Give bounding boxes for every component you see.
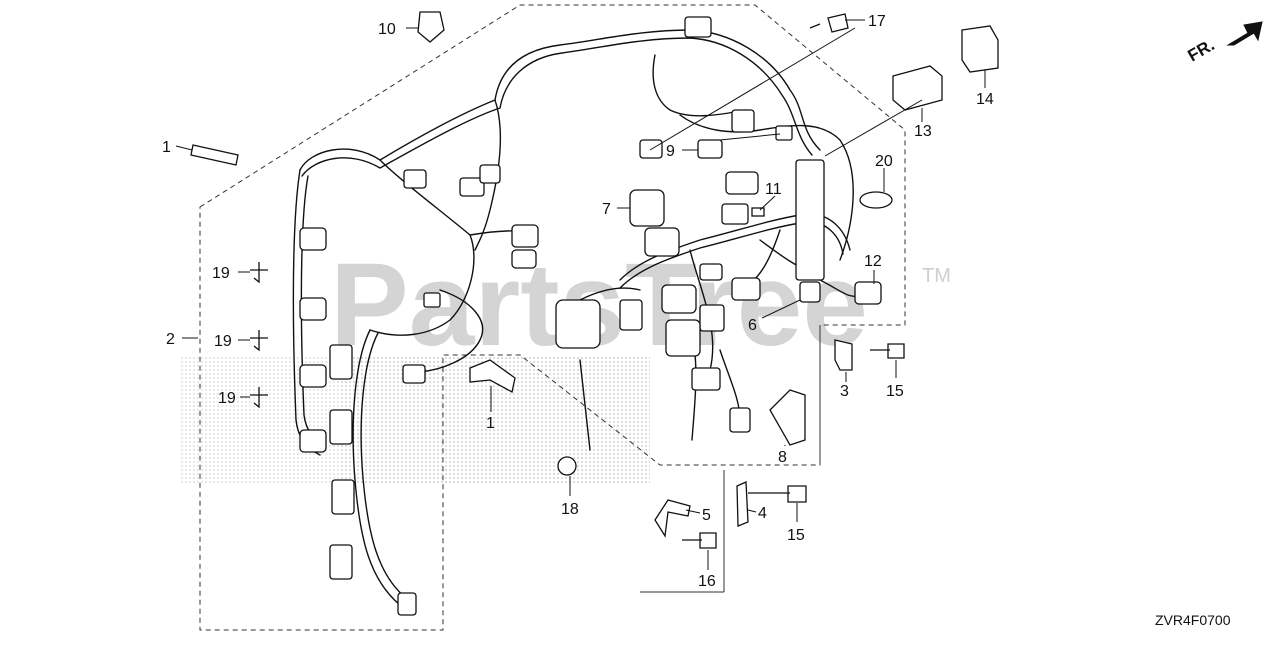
bolt-part-17 [809,13,849,33]
callout-1a: 1 [162,139,171,156]
clip-part-1b [469,359,516,393]
callout-6: 6 [748,317,757,334]
relay-part-13 [892,65,943,111]
callout-9: 9 [666,143,675,160]
callout-12: 12 [864,253,882,270]
clip-part-19c [250,387,268,409]
clip-part-11 [751,207,765,217]
callout-15b: 15 [787,527,805,544]
dashed-frame [199,4,906,631]
front-direction-marker: FR. [1185,21,1263,65]
drawing-code: ZVR4F0700 [1155,612,1231,628]
band-part-20 [859,191,893,209]
callout-5: 5 [702,507,711,524]
clamp-part-10 [417,11,445,43]
callout-7: 7 [602,201,611,218]
callout-1b: 1 [486,415,495,432]
callout-19b: 19 [214,333,232,350]
bolt-part-15b [748,485,807,503]
callout-17: 17 [868,13,886,30]
bracket-part-3 [834,339,853,371]
front-marker-label: FR. [1185,35,1218,65]
bolt-part-15a [870,343,905,359]
fuse-part-1 [190,144,239,166]
callout-2: 2 [166,331,175,348]
connectors [299,16,882,616]
callout-19c: 19 [218,390,236,407]
callout-19a: 19 [212,265,230,282]
callout-13: 13 [914,123,932,140]
clip-part-19b [250,330,268,352]
clip-part-19a [250,262,268,284]
callout-20: 20 [875,153,893,170]
loose-parts [190,11,999,549]
bolt-part-16 [682,532,717,549]
callout-3: 3 [840,383,849,400]
callout-4: 4 [758,505,767,522]
callout-10: 10 [378,21,396,38]
callout-11: 11 [765,181,782,198]
relay-cover-part-14 [961,25,999,73]
leader-lines [175,19,986,570]
bracket-part-4 [736,481,749,527]
callout-15a: 15 [886,383,904,400]
bracket-part-5 [654,499,691,538]
watermark-trademark: TM [922,265,951,287]
callout-18: 18 [561,501,579,518]
cover-part-8 [769,389,806,446]
front-arrow-icon [1226,21,1263,46]
callout-8: 8 [778,449,787,466]
callout-16: 16 [698,573,716,590]
callout-14: 14 [976,91,994,108]
callout-labels: 10 17 14 13 1 9 20 7 11 12 19 2 19 19 6 … [162,13,994,590]
nut-part-18 [557,456,577,476]
